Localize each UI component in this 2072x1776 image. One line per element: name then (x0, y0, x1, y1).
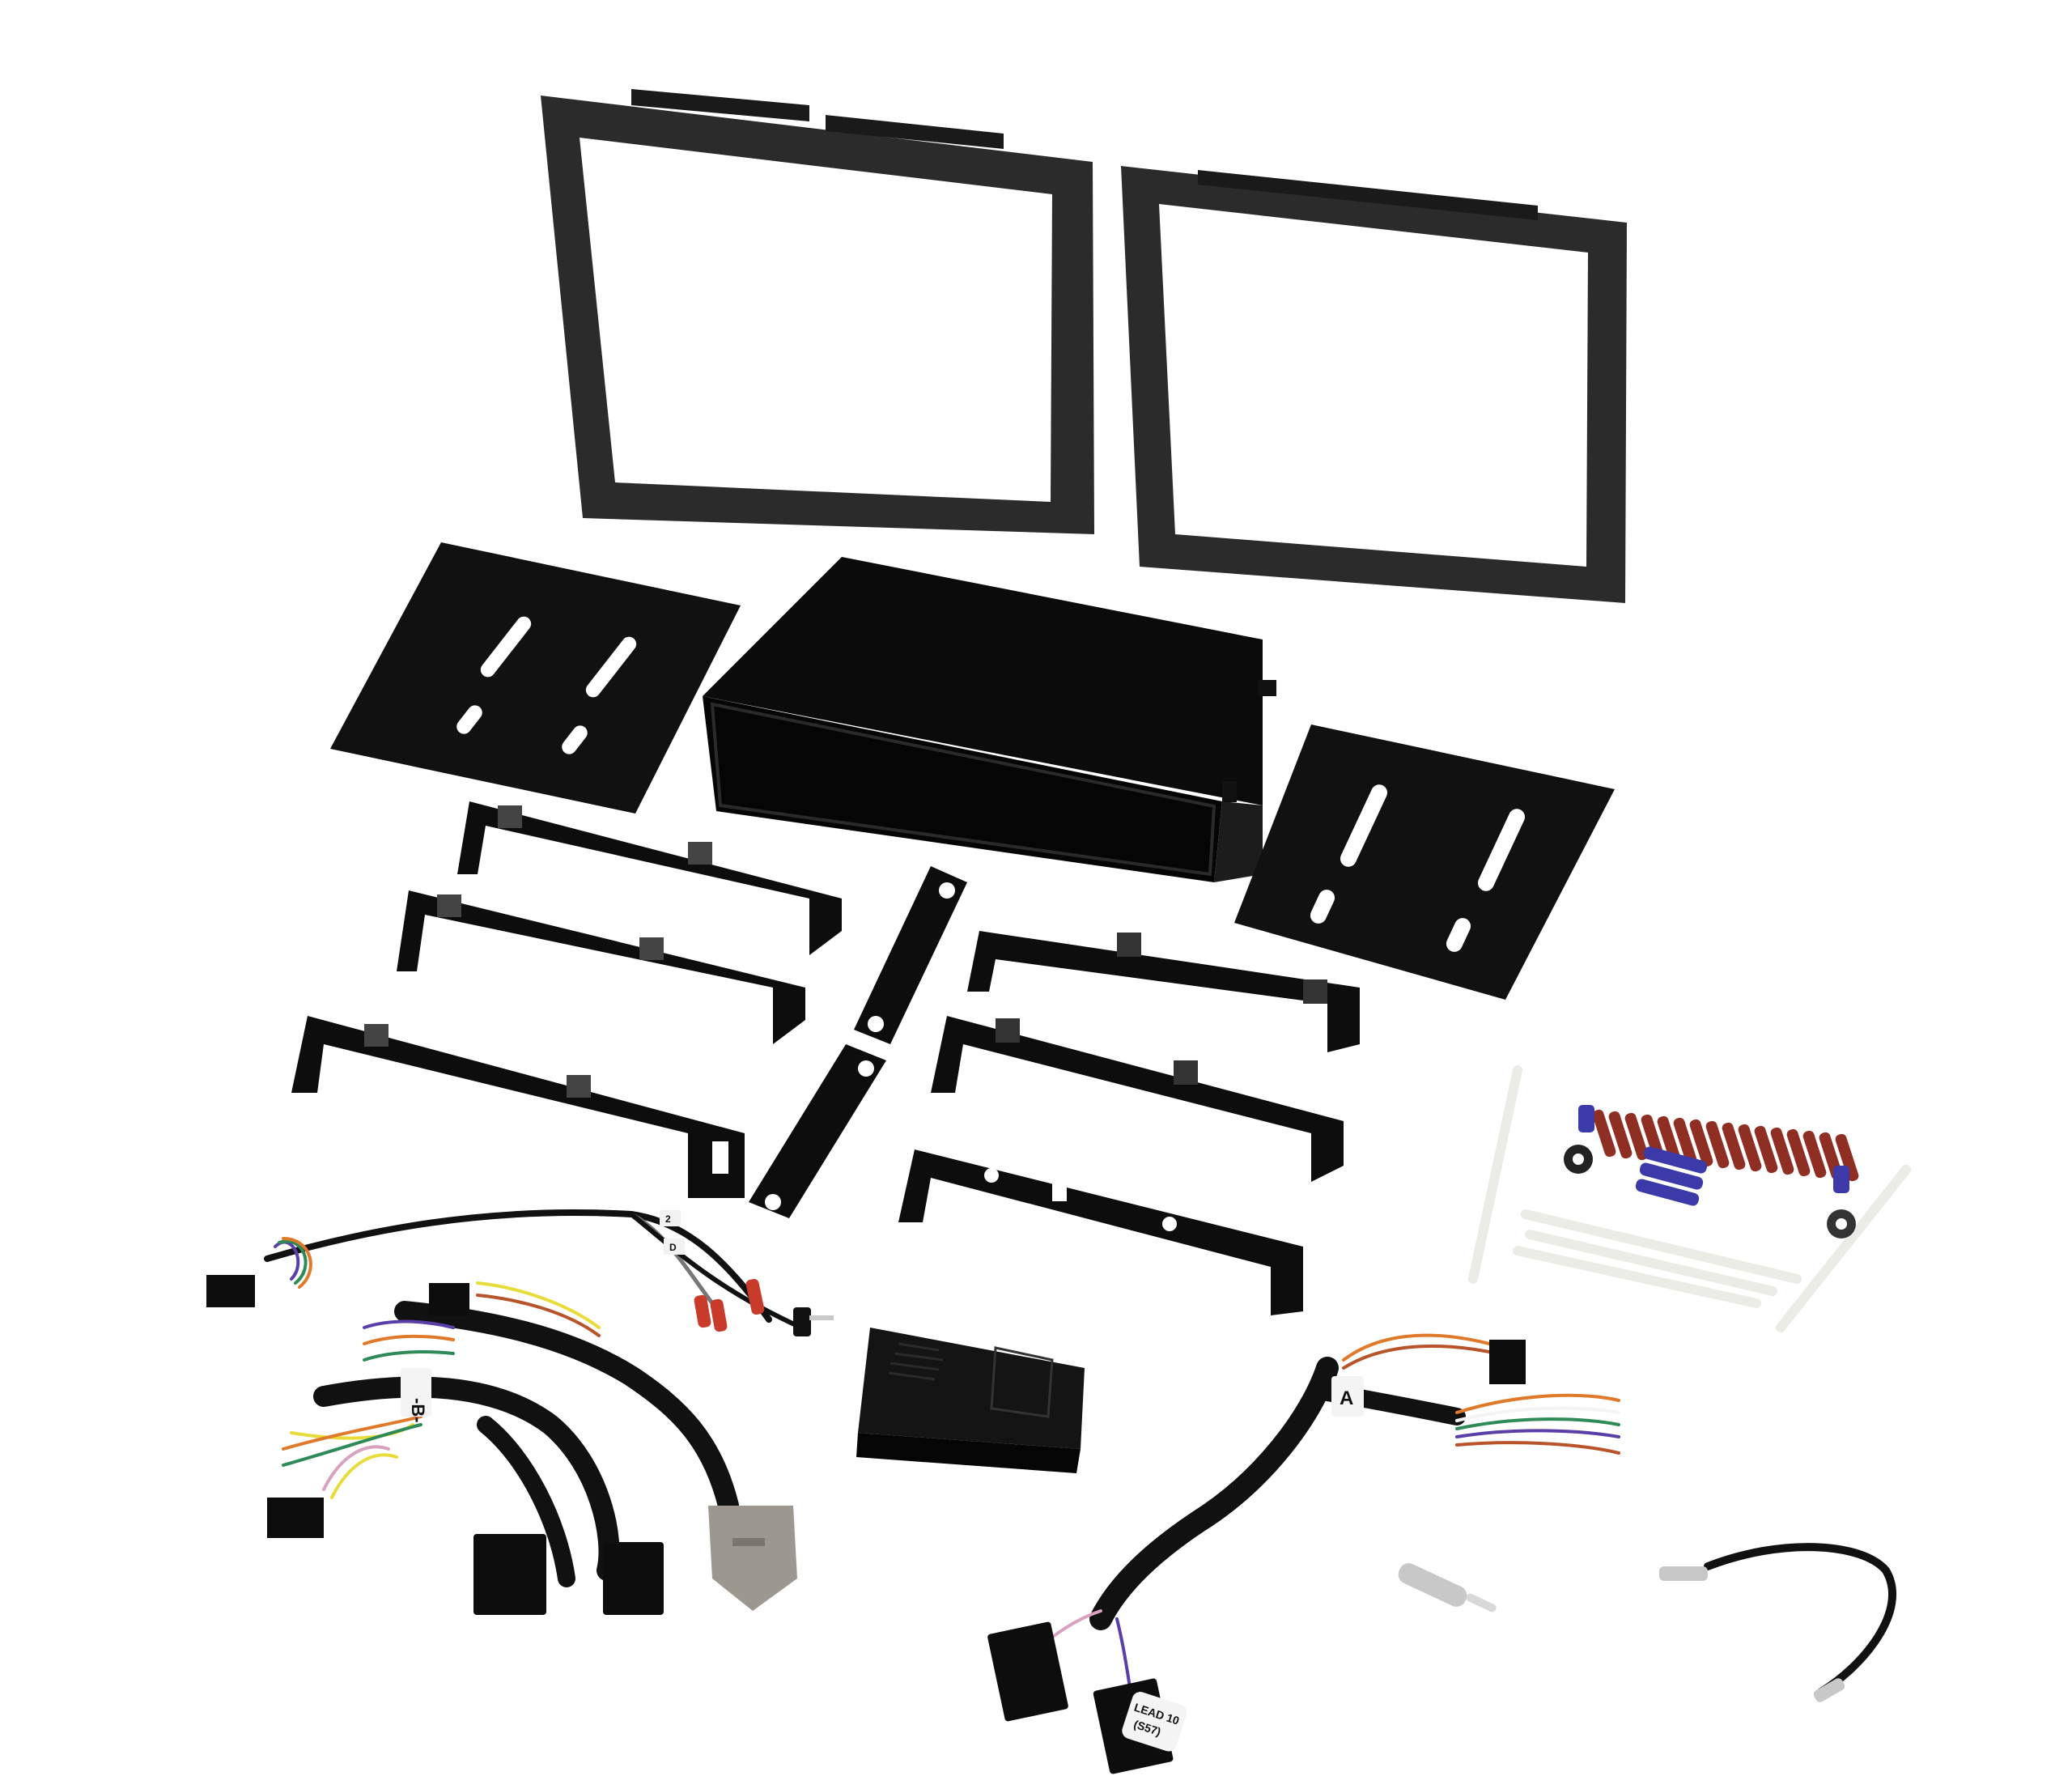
svg-text:2: 2 (665, 1213, 671, 1225)
red-bullet-connectors (694, 1278, 765, 1332)
spacer-strip-1 (854, 866, 967, 1044)
bracket-right-2 (931, 1016, 1344, 1182)
bracket-left-3 (291, 1016, 745, 1198)
trim-bezel-right (1121, 166, 1627, 603)
crimp-connectors (1564, 1105, 1859, 1239)
harness-b-radio-plug (429, 1283, 469, 1315)
trim-bezel-left (541, 89, 1094, 534)
side-plate-left (330, 542, 741, 814)
side-plate-right (1234, 724, 1615, 1000)
bracket-left-2 (397, 890, 805, 1044)
audio-jack (793, 1307, 834, 1336)
svg-text:-B-: -B- (408, 1398, 428, 1423)
harness-b (282, 1281, 739, 1587)
bracket-right-1 (967, 931, 1360, 1052)
vehicle-connectors-b (473, 1534, 664, 1615)
aux-harness-plug (206, 1275, 255, 1307)
interface-module (856, 1328, 1085, 1473)
svg-text:D: D (669, 1242, 677, 1253)
harness-b-tag: -B- (401, 1368, 431, 1423)
bracket-left-1 (457, 801, 842, 955)
bracket-right-3 (898, 1149, 1303, 1315)
harness-a-radio-plug (1489, 1340, 1526, 1384)
wire-tag-d: D (664, 1239, 685, 1255)
gm-connector (708, 1506, 797, 1611)
svg-text:A: A (1340, 1387, 1353, 1409)
harness-a (1034, 1333, 1620, 1710)
zip-ties (1468, 1065, 1911, 1332)
spacer-strip-2 (749, 1044, 886, 1218)
lead-connector-label: LEAD 10 (S57) (1122, 1692, 1187, 1752)
wire-tag-2: 2 (660, 1210, 681, 1226)
harness-a-tag: A (1331, 1376, 1364, 1417)
storage-pocket (703, 557, 1276, 882)
antenna-extension-cable (1659, 1543, 1896, 1702)
antenna-adapter (1398, 1563, 1497, 1612)
harness-b-plug (267, 1498, 324, 1538)
